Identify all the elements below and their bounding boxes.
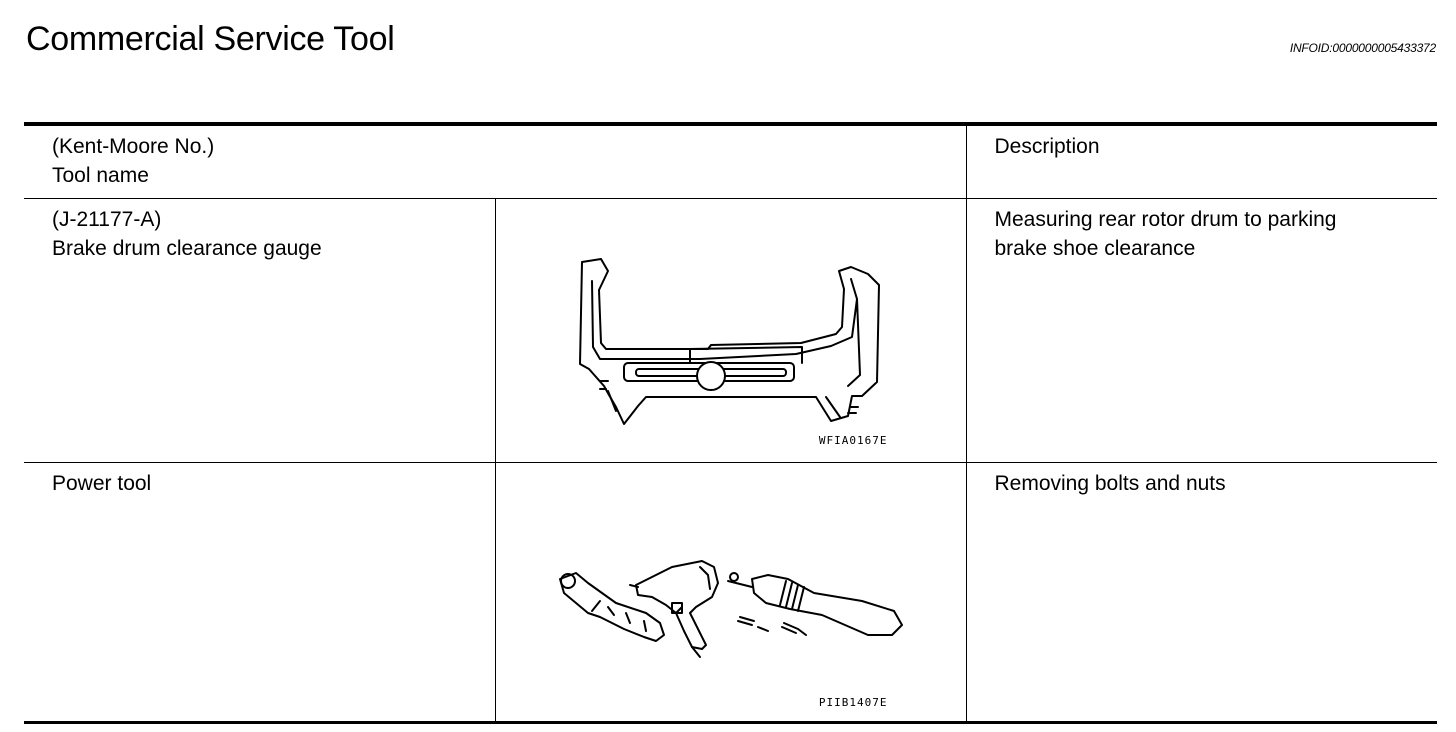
- description-cell: Removing bolts and nuts: [965, 462, 1437, 724]
- description-column-header: Description: [965, 122, 1437, 199]
- table-row: (J-21177-A) Brake drum clearance gauge: [24, 198, 1437, 463]
- tool-name-header: Tool name: [52, 164, 149, 187]
- info-id: INFOID:0000000005433372: [1289, 41, 1436, 55]
- tool-name: Power tool: [52, 472, 152, 495]
- description-text: brake shoe clearance: [994, 237, 1196, 260]
- kent-moore-no-header: (Kent-Moore No.): [52, 135, 215, 158]
- description-text: Measuring rear rotor drum to parking: [994, 208, 1337, 231]
- tool-figure-cell: PIIB1407E: [494, 462, 967, 724]
- tool-number: (J-21177-A): [52, 208, 162, 231]
- brake-drum-clearance-gauge-icon: [578, 258, 880, 425]
- description-cell: Measuring rear rotor drum to parking bra…: [965, 198, 1437, 463]
- page-title: Commercial Service Tool: [26, 20, 395, 58]
- description-text: Removing bolts and nuts: [994, 472, 1226, 495]
- tool-cell: (J-21177-A) Brake drum clearance gauge: [24, 198, 496, 463]
- figure-code: PIIB1407E: [818, 696, 888, 709]
- description-header: Description: [994, 135, 1100, 158]
- tool-name: Brake drum clearance gauge: [52, 237, 322, 260]
- tool-column-header: (Kent-Moore No.) Tool name: [24, 122, 967, 199]
- table-row: Power tool: [24, 462, 1437, 724]
- tool-cell: Power tool: [24, 462, 496, 724]
- figure-code: WFIA0167E: [818, 434, 888, 447]
- tool-table: (Kent-Moore No.) Tool name Description (…: [24, 122, 1437, 724]
- power-tool-icon: [558, 560, 903, 658]
- table-header-row: (Kent-Moore No.) Tool name Description: [24, 122, 1437, 199]
- tool-figure-cell: WFIA0167E: [494, 198, 967, 463]
